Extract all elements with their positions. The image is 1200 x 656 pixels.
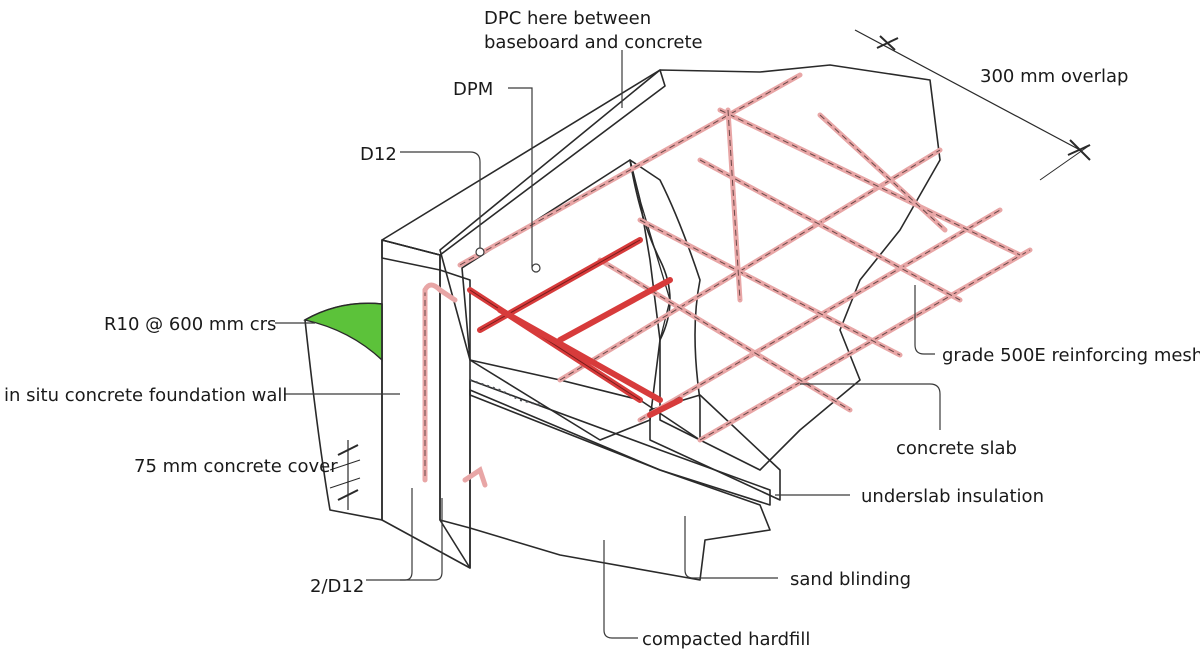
label-sand: sand blinding: [790, 569, 911, 590]
label-d12: D12: [360, 144, 397, 165]
leader-lines: [275, 50, 941, 639]
label-hardfill: compacted hardfill: [642, 629, 810, 650]
label-foundation-wall: in situ concrete foundation wall: [4, 385, 287, 406]
labels: DPC here between baseboard and concrete …: [4, 8, 1200, 650]
label-mesh: grade 500E reinforcing mesh: [942, 345, 1200, 366]
ground-soil: [303, 302, 383, 521]
label-dpm: DPM: [453, 79, 493, 100]
label-two-d12: 2/D12: [310, 576, 364, 597]
grass-surface: [303, 302, 383, 362]
label-dpc-line1: DPC here between: [484, 8, 651, 29]
label-slab: concrete slab: [896, 438, 1017, 459]
d12-bars: [467, 237, 683, 418]
reinforcing-mesh: [457, 72, 1033, 443]
label-r10: R10 @ 600 mm crs: [104, 314, 276, 335]
underslab-insulation: [649, 394, 781, 501]
sand-blinding-strip: [469, 379, 771, 506]
wall-starter-bars: [422, 282, 488, 488]
label-cover: 75 mm concrete cover: [134, 456, 338, 477]
label-insulation: underslab insulation: [861, 486, 1044, 507]
cover-dimension: [329, 440, 361, 510]
label-overlap: 300 mm overlap: [980, 66, 1128, 87]
concrete-slab-top: [439, 64, 941, 471]
hardfill-layer: [469, 389, 771, 581]
label-dpc-line2: baseboard and concrete: [484, 32, 703, 53]
overlap-dimension: [854, 29, 1091, 181]
